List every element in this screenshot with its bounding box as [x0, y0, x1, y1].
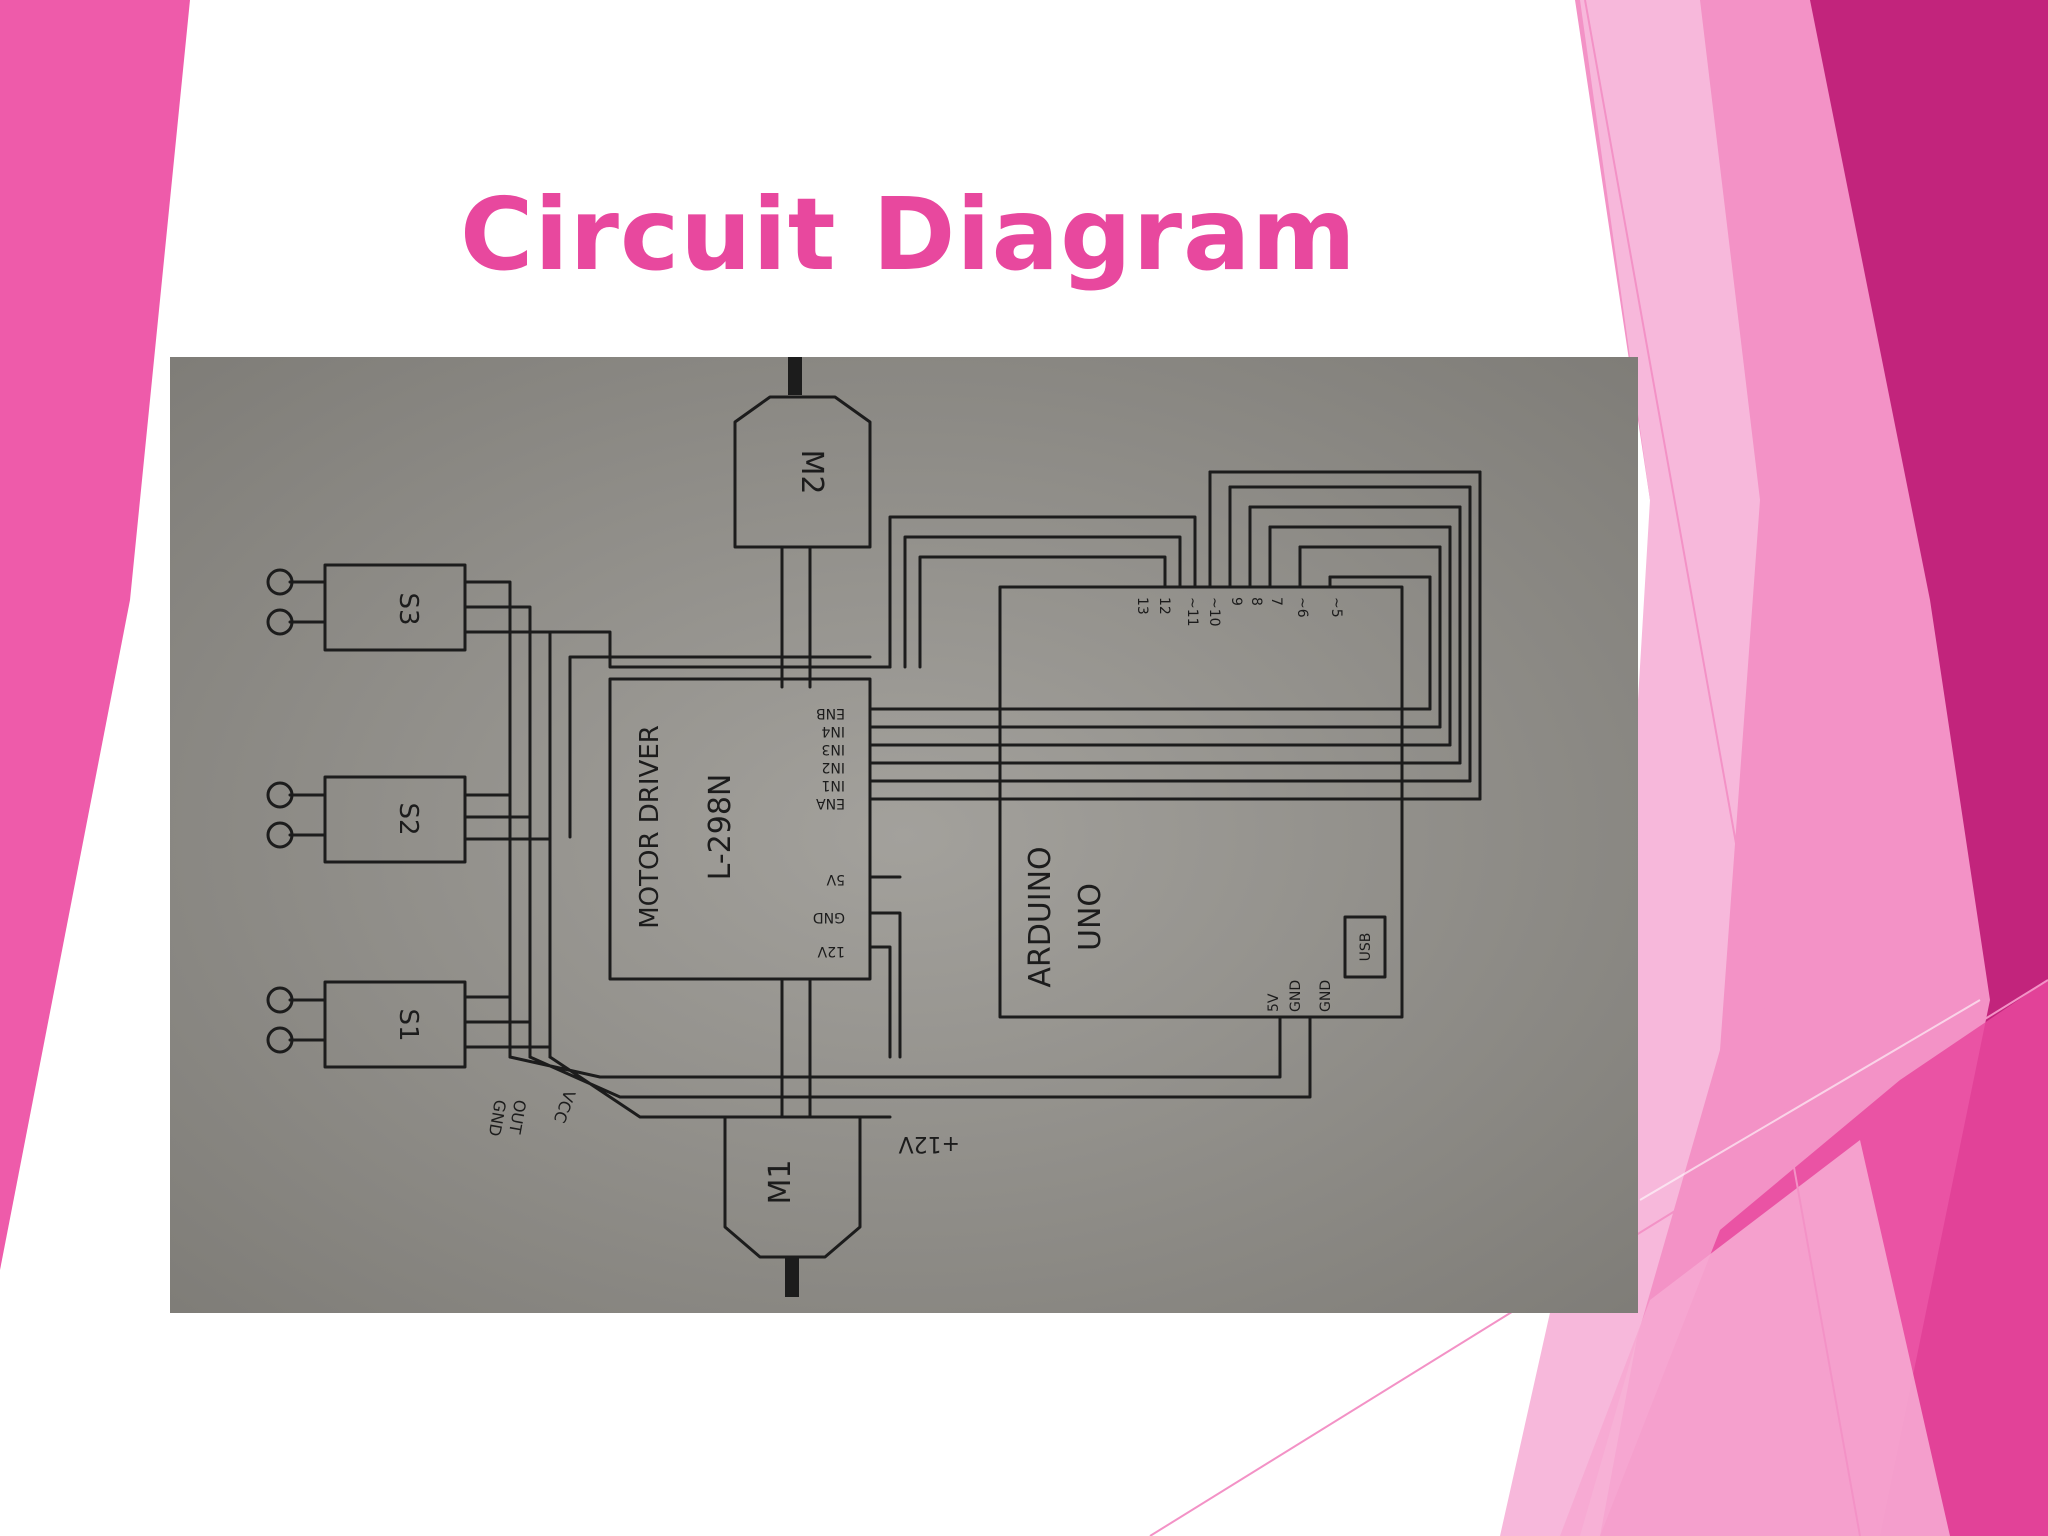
arduino-label-line2: UNO — [1073, 883, 1108, 951]
supply-12v-label: +12V — [899, 1131, 960, 1156]
driver-pin-in4: IN4 — [821, 723, 845, 739]
motor-m1-label: M1 — [763, 1160, 798, 1205]
driver-pin-in3: IN3 — [821, 741, 845, 757]
arduino-pin-8: 8 — [1248, 597, 1264, 606]
driver-pin-5v: 5V — [826, 871, 845, 887]
motor-m2: M2 — [733, 357, 872, 549]
decor-line — [1639, 999, 1981, 1201]
right-pale-pink-shape — [1500, 0, 1760, 1536]
driver-pin-in2: IN2 — [821, 759, 845, 775]
arduino-pin-13: 13 — [1134, 597, 1150, 615]
lower-right-light-fan — [1560, 1140, 1950, 1536]
arduino-pin-gnd-1: GND — [1288, 980, 1304, 1012]
arduino-pin-5: ~5 — [1328, 597, 1344, 618]
driver-pin-ena: ENA — [816, 795, 845, 811]
motor-m2-label: M2 — [794, 450, 829, 495]
sensor-s1-label: S1 — [393, 1008, 423, 1041]
arduino-pin-11: ~11 — [1184, 597, 1200, 627]
driver-pin-in1: IN1 — [821, 777, 845, 793]
arduino-pin-gnd-2: GND — [1318, 980, 1334, 1012]
arduino-pin-5v: 5V — [1266, 993, 1282, 1012]
sensor-s2-label: S2 — [393, 802, 423, 835]
arduino-pin-6: ~6 — [1294, 597, 1310, 618]
arduino-pin-10: ~10 — [1206, 597, 1222, 627]
arduino-pin-12: 12 — [1156, 597, 1172, 615]
arduino-pin-9: 9 — [1228, 597, 1244, 606]
motor-driver-model: L-298N — [703, 774, 738, 881]
slide-title: Circuit Diagram — [460, 176, 1357, 293]
arduino-uno: ARDUINO UNO USB 13 12 ~11 ~10 9 8 7 ~6 ~… — [998, 585, 1404, 1019]
motor-driver-title: MOTOR DRIVER — [635, 725, 665, 929]
decor-line — [1584, 0, 1861, 1536]
driver-pin-12v: 12V — [817, 943, 845, 959]
motor-driver-l298n: MOTOR DRIVER L-298N ENB IN4 IN3 IN2 IN1 … — [608, 677, 872, 981]
circuit-diagram-drawing: M2 MOTOR DRIVER L-298N ENB IN4 IN3 IN2 I… — [170, 357, 1638, 1313]
driver-pin-enb: ENB — [816, 705, 845, 721]
sensor-s1: S1 — [266, 980, 467, 1069]
sensor-s2: S2 — [266, 775, 467, 864]
driver-pin-gnd: GND — [813, 909, 845, 925]
arduino-pin-7: 7 — [1268, 597, 1284, 606]
arduino-label-line1: ARDUINO — [1023, 846, 1058, 987]
arduino-usb-label: USB — [1358, 933, 1374, 962]
sensor-s3-label: S3 — [393, 592, 423, 625]
circuit-diagram-photo: M2 MOTOR DRIVER L-298N ENB IN4 IN3 IN2 I… — [170, 357, 1638, 1313]
left-pink-band — [0, 0, 190, 1270]
motor-m1: M1 — [723, 1115, 862, 1297]
